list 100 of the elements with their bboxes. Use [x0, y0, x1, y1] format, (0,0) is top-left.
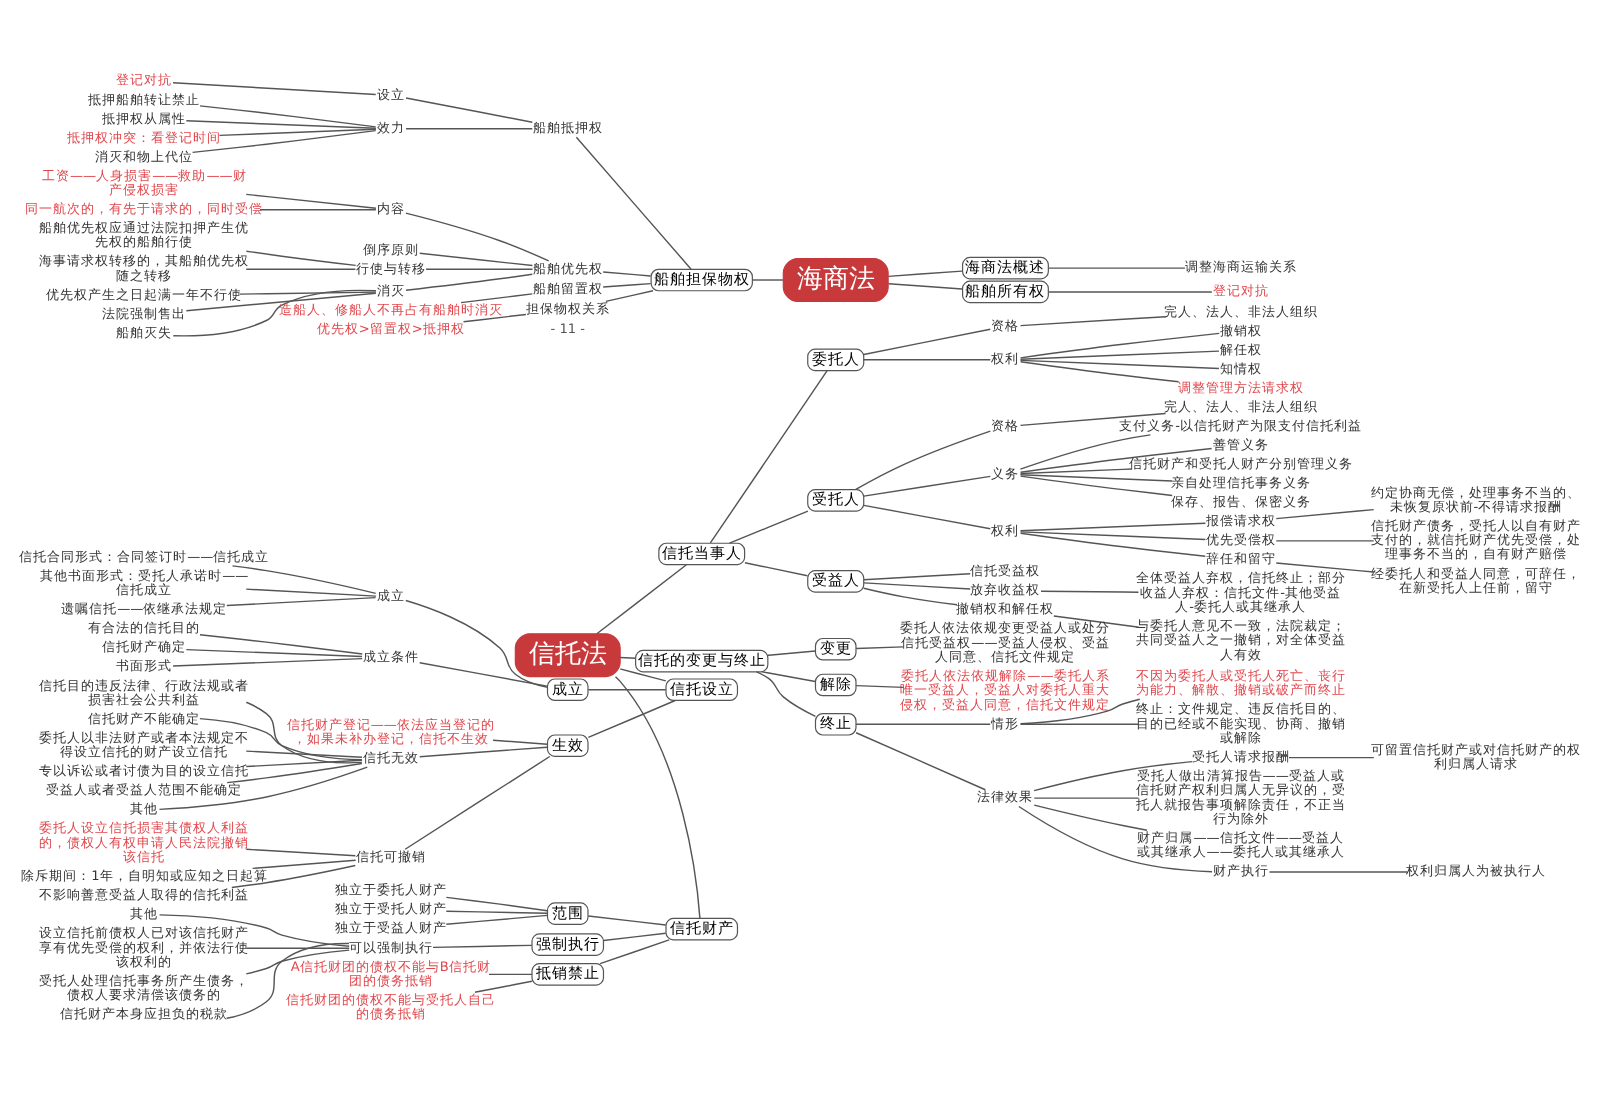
- connector: [1019, 331, 1220, 358]
- connector: [405, 598, 549, 688]
- connector: [855, 429, 992, 490]
- connector: [855, 683, 905, 688]
- connector: [445, 895, 548, 911]
- connector: [172, 656, 363, 666]
- connector: [1033, 796, 1140, 798]
- connector: [226, 595, 377, 606]
- connector: [1019, 697, 1141, 724]
- connector: [1048, 290, 1213, 292]
- connector: [887, 281, 963, 289]
- node-box: 海商法: [782, 256, 889, 302]
- connector: [863, 572, 971, 580]
- connector: [728, 509, 809, 543]
- connector: [245, 267, 357, 269]
- connector: [855, 731, 986, 790]
- connector: [755, 670, 817, 716]
- connector: [245, 587, 377, 596]
- connector: [1268, 870, 1408, 872]
- connector: [245, 847, 357, 856]
- connector: [1275, 507, 1375, 519]
- connector: [1019, 360, 1180, 382]
- connector: [587, 688, 667, 690]
- connector: [587, 698, 676, 738]
- connector: [602, 931, 667, 941]
- connector: [245, 946, 350, 948]
- connector: [619, 667, 667, 681]
- connector: [709, 368, 828, 543]
- connector: [1033, 803, 1148, 830]
- connector: [199, 104, 377, 127]
- connector: [599, 938, 670, 964]
- connector: [1019, 530, 1207, 540]
- connector: [225, 941, 350, 1019]
- connector: [1019, 521, 1207, 531]
- connector: [432, 943, 533, 948]
- connector: [575, 135, 692, 269]
- connector: [419, 251, 534, 266]
- connector: [605, 289, 654, 302]
- connector: [863, 581, 971, 589]
- connector: [405, 272, 533, 291]
- connector: [863, 474, 991, 496]
- connector: [231, 863, 356, 888]
- connector: [1275, 561, 1375, 572]
- connector: [602, 281, 652, 287]
- connector: [1019, 433, 1152, 469]
- connector: [405, 127, 534, 129]
- connector: [863, 327, 991, 355]
- connector: [199, 716, 363, 760]
- connector: [172, 81, 377, 95]
- connector: [405, 96, 534, 122]
- connector: [239, 290, 377, 294]
- connector: [245, 700, 363, 763]
- connector: [744, 561, 809, 576]
- connector: [474, 979, 533, 992]
- connector: [863, 586, 958, 605]
- connector: [855, 722, 991, 724]
- connector: [245, 249, 357, 266]
- connector: [460, 292, 533, 303]
- connector: [1018, 804, 1213, 872]
- connector: [419, 745, 548, 757]
- connector: [1019, 531, 1206, 556]
- connector: [1019, 467, 1133, 474]
- connector: [1053, 614, 1140, 627]
- connector: [199, 633, 363, 654]
- connector: [767, 649, 817, 655]
- connector: [425, 267, 534, 269]
- connector: [488, 972, 533, 975]
- connector: [863, 358, 991, 360]
- connector: [172, 288, 377, 336]
- connector: [404, 754, 551, 849]
- connector: [185, 291, 377, 311]
- connector: [185, 647, 363, 657]
- connector: [158, 913, 350, 946]
- connector: [596, 563, 688, 634]
- connector: [218, 127, 377, 136]
- connector: [751, 278, 784, 280]
- connector: [1019, 446, 1213, 472]
- node-box: 信托法: [514, 632, 621, 677]
- connector: [1019, 474, 1173, 496]
- connector: [245, 749, 363, 758]
- connector: [1019, 349, 1220, 359]
- connector: [191, 128, 377, 153]
- connector: [1019, 358, 1220, 369]
- connector: [1019, 473, 1173, 481]
- connector: [887, 269, 963, 277]
- connector: [863, 503, 991, 529]
- connector: [259, 208, 377, 210]
- connector: [1033, 759, 1193, 791]
- connector: [231, 564, 377, 594]
- connector: [185, 119, 377, 128]
- connector: [405, 211, 550, 261]
- connector: [855, 645, 905, 649]
- connector: [1048, 266, 1186, 268]
- connector: [158, 765, 368, 810]
- connector: [1040, 589, 1140, 592]
- connector: [619, 655, 637, 658]
- connector: [1019, 722, 1140, 724]
- connector: [445, 909, 549, 913]
- connector: [602, 270, 652, 276]
- connector: [251, 858, 357, 869]
